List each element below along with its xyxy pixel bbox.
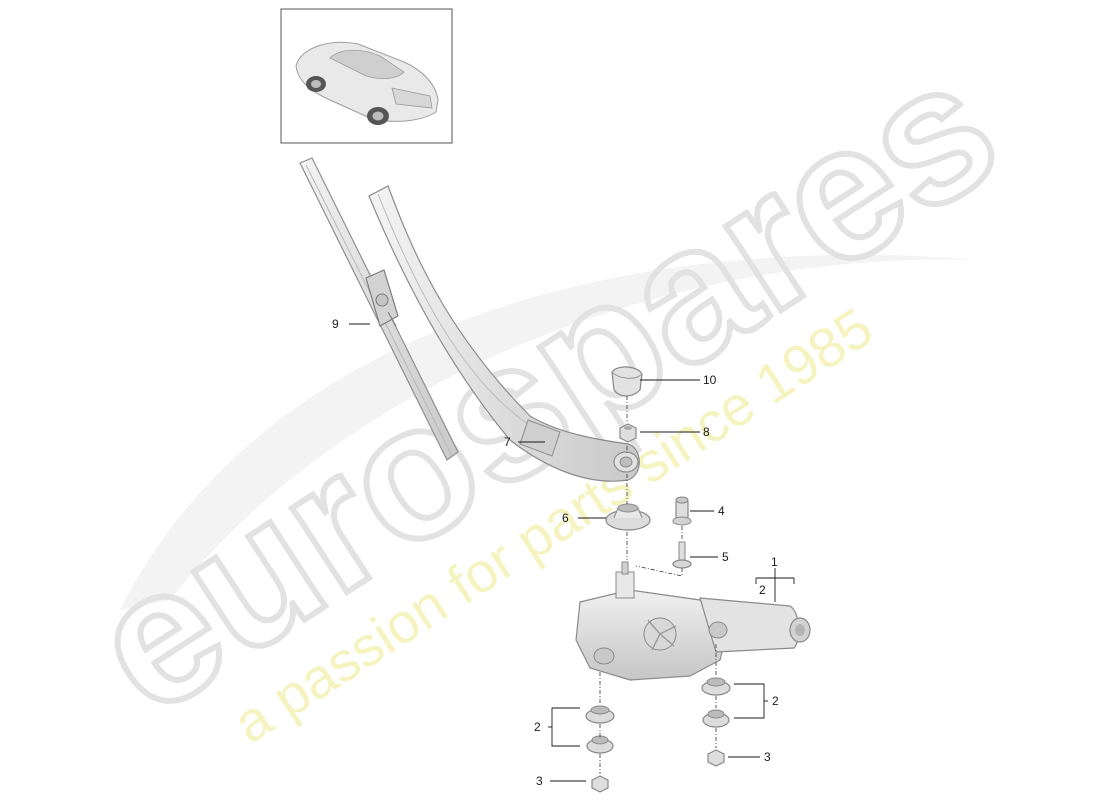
bushing-icon <box>672 496 692 526</box>
callouts: 9 10 8 7 6 4 5 1 2 2 2 3 3 <box>332 317 779 788</box>
rubber-grommet-icon <box>585 677 731 754</box>
callout-6: 6 <box>562 511 569 525</box>
callout-8: 8 <box>703 425 710 439</box>
assembly-axes <box>599 396 717 774</box>
cover-cap-icon <box>611 366 643 397</box>
callout-2-left: 2 <box>534 720 541 734</box>
callout-2-right: 2 <box>772 694 779 708</box>
callout-7: 7 <box>504 435 511 449</box>
watermark-brand: eurospares <box>57 19 1032 755</box>
callout-10: 10 <box>703 373 717 387</box>
watermark: eurospares a passion for parts since 198… <box>54 16 1035 758</box>
hex-nut-icon <box>619 423 637 443</box>
wiper-arm-icon <box>368 185 640 482</box>
callout-3-left: 3 <box>536 774 543 788</box>
car-thumbnail <box>280 8 453 144</box>
callout-2-motor: 2 <box>759 583 766 597</box>
nut-icon <box>591 749 725 793</box>
callout-5: 5 <box>722 550 729 564</box>
callout-1: 1 <box>771 555 778 569</box>
car-thumbnail-icon <box>295 41 439 125</box>
wiper-blade-icon <box>299 157 459 461</box>
seal-cap-icon <box>605 503 651 531</box>
leader-lines <box>349 323 795 782</box>
callout-4: 4 <box>718 504 725 518</box>
screw-icon <box>672 541 692 569</box>
wiper-motor-icon <box>575 561 811 681</box>
watermark-swoosh <box>120 254 980 610</box>
callout-9: 9 <box>332 317 339 331</box>
callout-3-right: 3 <box>764 750 771 764</box>
